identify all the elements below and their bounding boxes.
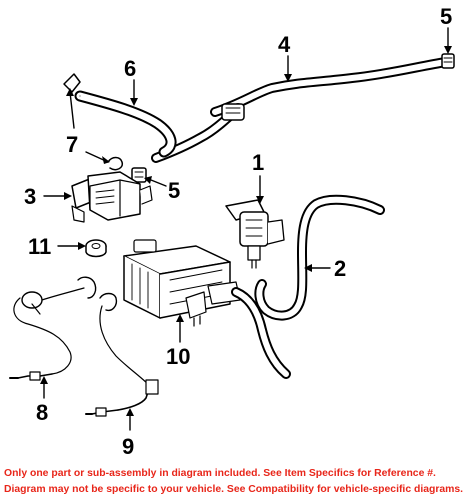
clamp-part-7 <box>63 73 124 171</box>
leader-arrowheads <box>40 46 452 416</box>
callout-2: 2 <box>334 256 346 281</box>
disclaimer-footer: Only one part or sub-assembly in diagram… <box>0 466 464 500</box>
callout-4: 4 <box>278 32 291 57</box>
leader-line-7a <box>69 91 75 129</box>
hose-part-6 <box>74 90 177 158</box>
parts-diagram: 1 2 3 4 5 5 6 7 8 9 10 11 <box>9 4 455 459</box>
clip-part-5-middle <box>131 167 147 183</box>
disclaimer-line-1: Only one part or sub-assembly in diagram… <box>4 468 436 479</box>
callout-5b: 5 <box>168 178 180 203</box>
charcoal-canister-part-10 <box>123 239 291 379</box>
callout-10: 10 <box>166 344 190 369</box>
purge-valve-part-1 <box>225 199 285 269</box>
vsv-bracket-part-3 <box>71 171 153 223</box>
callout-5a: 5 <box>440 4 452 29</box>
disclaimer-line-2: Diagram may not be specific to your vehi… <box>4 484 464 495</box>
vapor-line-part-4 <box>151 57 451 163</box>
callout-3: 3 <box>24 184 36 209</box>
callout-1: 1 <box>252 150 264 175</box>
oxygen-sensor-part-9 <box>85 292 159 417</box>
callout-8: 8 <box>36 400 48 425</box>
grommet-part-11 <box>85 239 107 258</box>
vapor-hose-part-2 <box>254 194 385 321</box>
callout-9: 9 <box>122 434 134 459</box>
clip-part-5-top <box>441 53 455 69</box>
callout-11: 11 <box>28 234 51 259</box>
oxygen-sensor-part-8 <box>9 276 97 381</box>
callout-7: 7 <box>66 132 78 157</box>
callout-6: 6 <box>124 56 136 81</box>
callout-numbers: 1 2 3 4 5 5 6 7 8 9 10 11 <box>24 4 452 459</box>
